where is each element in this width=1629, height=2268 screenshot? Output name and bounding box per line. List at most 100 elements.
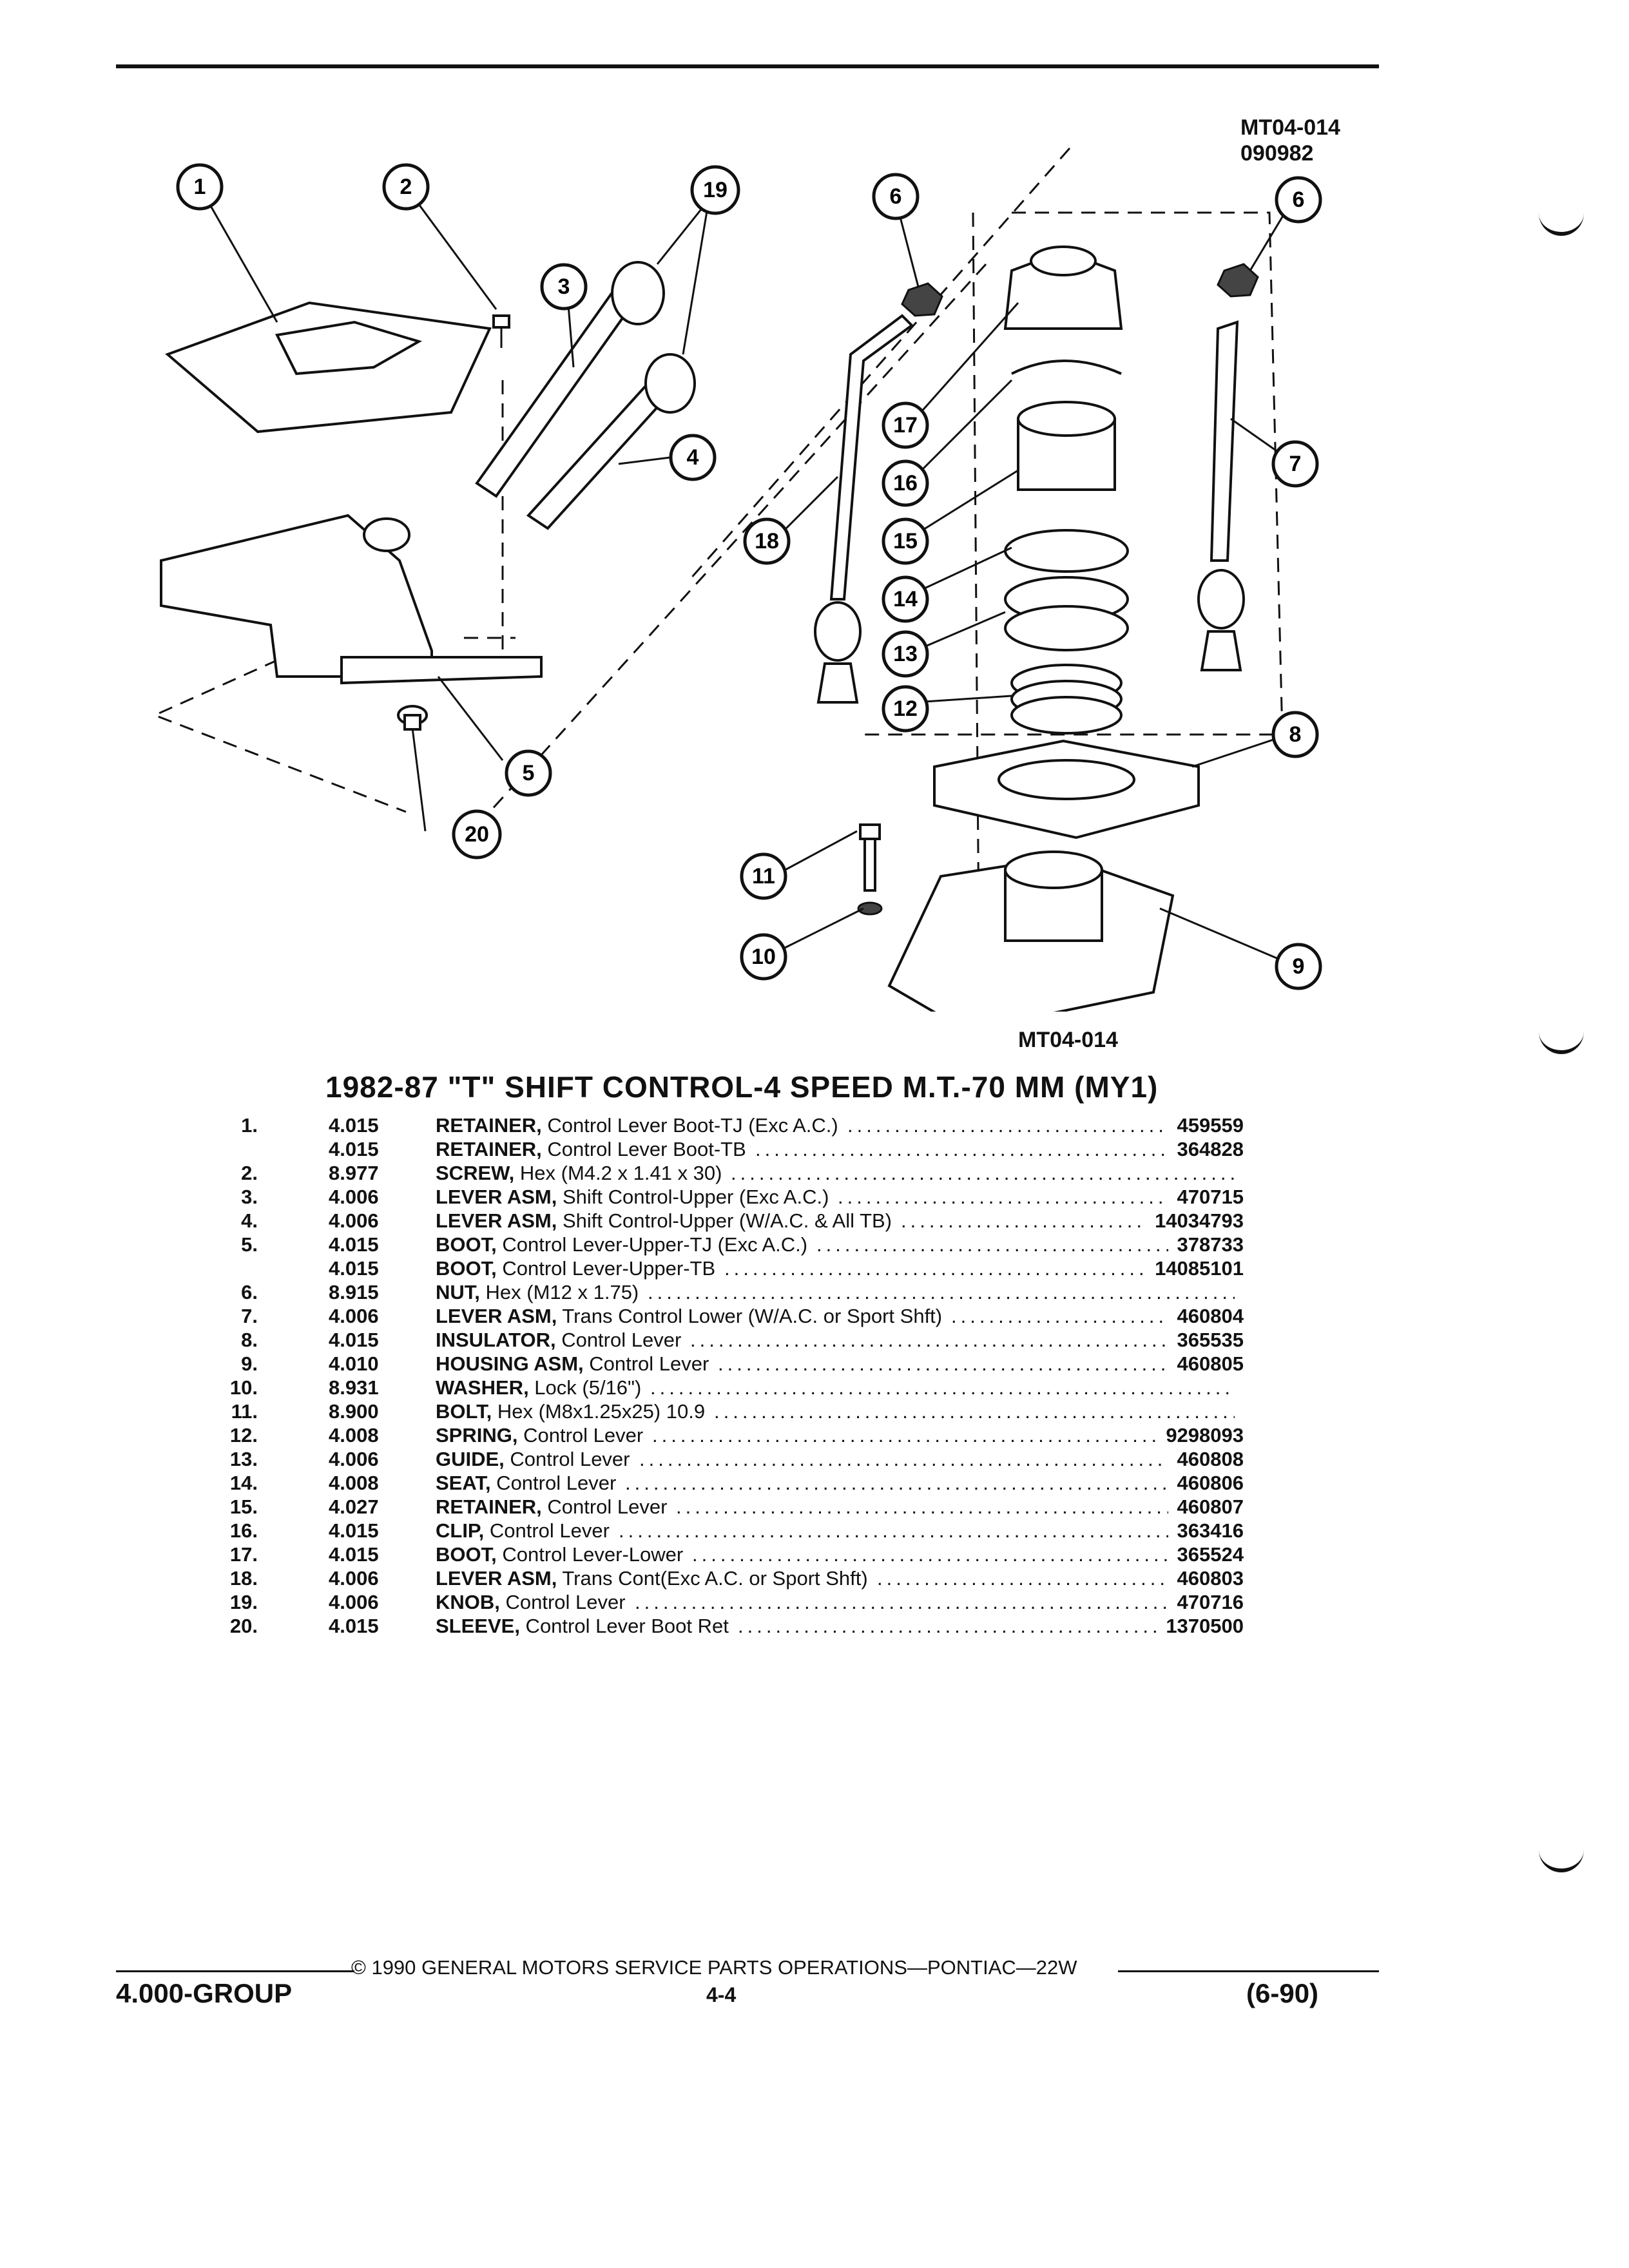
part-number: 9298093 bbox=[1166, 1424, 1244, 1446]
group-number: 4.027 bbox=[329, 1495, 379, 1518]
footer-rule-right bbox=[1118, 1970, 1379, 1972]
part-number: 460804 bbox=[1177, 1305, 1244, 1327]
part-description: WASHER, Lock (5/16") bbox=[436, 1376, 641, 1399]
svg-text:14: 14 bbox=[893, 587, 918, 611]
group-number: 4.008 bbox=[329, 1424, 379, 1446]
callout-3: 3 bbox=[540, 263, 588, 311]
callout-20: 20 bbox=[452, 809, 502, 860]
part-name: LEVER ASM, bbox=[436, 1567, 557, 1590]
callout-16: 16 bbox=[882, 459, 929, 507]
part-name: BOLT, bbox=[436, 1400, 492, 1423]
part-number: 363416 bbox=[1177, 1519, 1244, 1542]
item-number: 16. bbox=[229, 1519, 258, 1542]
clip bbox=[1011, 360, 1122, 375]
part-description: RETAINER, Control Lever bbox=[436, 1495, 667, 1519]
lower-lever-right bbox=[1197, 320, 1245, 671]
callout-13: 13 bbox=[882, 630, 929, 678]
part-name: LEVER ASM, bbox=[436, 1209, 557, 1232]
item-number: 6. bbox=[241, 1281, 258, 1303]
insulator bbox=[933, 739, 1200, 840]
part-description: KNOB, Control Lever bbox=[436, 1590, 626, 1614]
part-number: 460803 bbox=[1177, 1567, 1244, 1590]
footer-date: (6-90) bbox=[1246, 1978, 1319, 2008]
bolt bbox=[859, 823, 881, 892]
item-number: 3. bbox=[241, 1186, 258, 1208]
part-name: WASHER, bbox=[436, 1376, 529, 1399]
part-name: SLEEVE, bbox=[436, 1615, 520, 1637]
dot-leader: ........................................… bbox=[816, 1233, 1168, 1256]
group-number: 4.006 bbox=[329, 1209, 379, 1232]
part-number: 1370500 bbox=[1166, 1615, 1244, 1637]
svg-text:18: 18 bbox=[755, 529, 779, 553]
dot-leader: ........................................… bbox=[755, 1138, 1168, 1160]
part-detail: Trans Control Lower (W/A.C. or Sport Shf… bbox=[557, 1305, 943, 1327]
dot-leader: ........................................… bbox=[690, 1329, 1168, 1351]
callout-15: 15 bbox=[882, 517, 929, 565]
svg-text:4: 4 bbox=[687, 445, 699, 470]
upper-boot bbox=[160, 514, 543, 685]
part-name: NUT, bbox=[436, 1281, 480, 1303]
dot-leader: ........................................… bbox=[847, 1114, 1168, 1137]
part-detail: Control Lever bbox=[583, 1352, 709, 1375]
nut-right bbox=[1217, 263, 1259, 298]
part-name: SEAT, bbox=[436, 1472, 491, 1494]
dot-leader: ........................................… bbox=[650, 1376, 1235, 1399]
part-detail: Control Lever bbox=[484, 1519, 610, 1542]
top-rule bbox=[116, 64, 1379, 68]
part-detail: Control Lever Boot-TB bbox=[541, 1138, 746, 1160]
part-description: LEVER ASM, Shift Control-Upper (Exc A.C.… bbox=[436, 1185, 829, 1209]
group-number: 4.006 bbox=[329, 1567, 379, 1590]
part-description: RETAINER, Control Lever Boot-TJ (Exc A.C… bbox=[436, 1113, 838, 1137]
footer-group: 4.000-GROUP bbox=[116, 1978, 293, 2008]
group-number: 4.006 bbox=[329, 1305, 379, 1327]
part-name: SPRING, bbox=[436, 1424, 518, 1446]
item-number: 9. bbox=[241, 1352, 258, 1375]
part-number: 378733 bbox=[1177, 1233, 1244, 1256]
item-number: 1. bbox=[241, 1114, 258, 1137]
part-number: 14034793 bbox=[1155, 1209, 1244, 1232]
part-detail: Control Lever-Upper-TJ (Exc A.C.) bbox=[496, 1233, 808, 1256]
svg-text:7: 7 bbox=[1289, 452, 1302, 476]
part-detail: Control Lever bbox=[499, 1591, 626, 1613]
part-detail: Control Lever bbox=[541, 1495, 668, 1518]
part-detail: Shift Control-Upper (Exc A.C.) bbox=[557, 1186, 829, 1208]
part-name: KNOB, bbox=[436, 1591, 500, 1613]
item-number: 10. bbox=[229, 1376, 258, 1399]
callout-6-right: 6 bbox=[1275, 176, 1322, 224]
dot-leader: ........................................… bbox=[714, 1400, 1235, 1423]
item-number: 8. bbox=[241, 1329, 258, 1351]
part-description: LEVER ASM, Trans Cont(Exc A.C. or Sport … bbox=[436, 1566, 868, 1590]
part-description: GUIDE, Control Lever bbox=[436, 1447, 630, 1471]
lever-housing bbox=[887, 850, 1175, 1012]
item-number: 19. bbox=[229, 1591, 258, 1613]
dot-leader: ........................................… bbox=[676, 1495, 1168, 1518]
item-number: 18. bbox=[229, 1567, 258, 1590]
part-detail: Control Lever-Lower bbox=[496, 1543, 684, 1566]
callout-19: 19 bbox=[690, 165, 740, 215]
part-number: 364828 bbox=[1177, 1138, 1244, 1160]
dot-leader: ........................................… bbox=[718, 1352, 1168, 1375]
callout-14: 14 bbox=[882, 575, 929, 623]
dot-leader: ........................................… bbox=[838, 1186, 1168, 1208]
svg-text:5: 5 bbox=[523, 761, 535, 785]
dot-leader: ........................................… bbox=[639, 1448, 1168, 1470]
part-name: RETAINER, bbox=[436, 1138, 542, 1160]
dot-leader: ........................................… bbox=[877, 1567, 1168, 1590]
boot-sleeve bbox=[397, 705, 428, 731]
svg-text:1: 1 bbox=[194, 175, 206, 199]
nut-left bbox=[901, 282, 943, 317]
svg-text:20: 20 bbox=[465, 822, 489, 847]
part-number: 460807 bbox=[1177, 1495, 1244, 1518]
svg-text:13: 13 bbox=[893, 642, 918, 666]
